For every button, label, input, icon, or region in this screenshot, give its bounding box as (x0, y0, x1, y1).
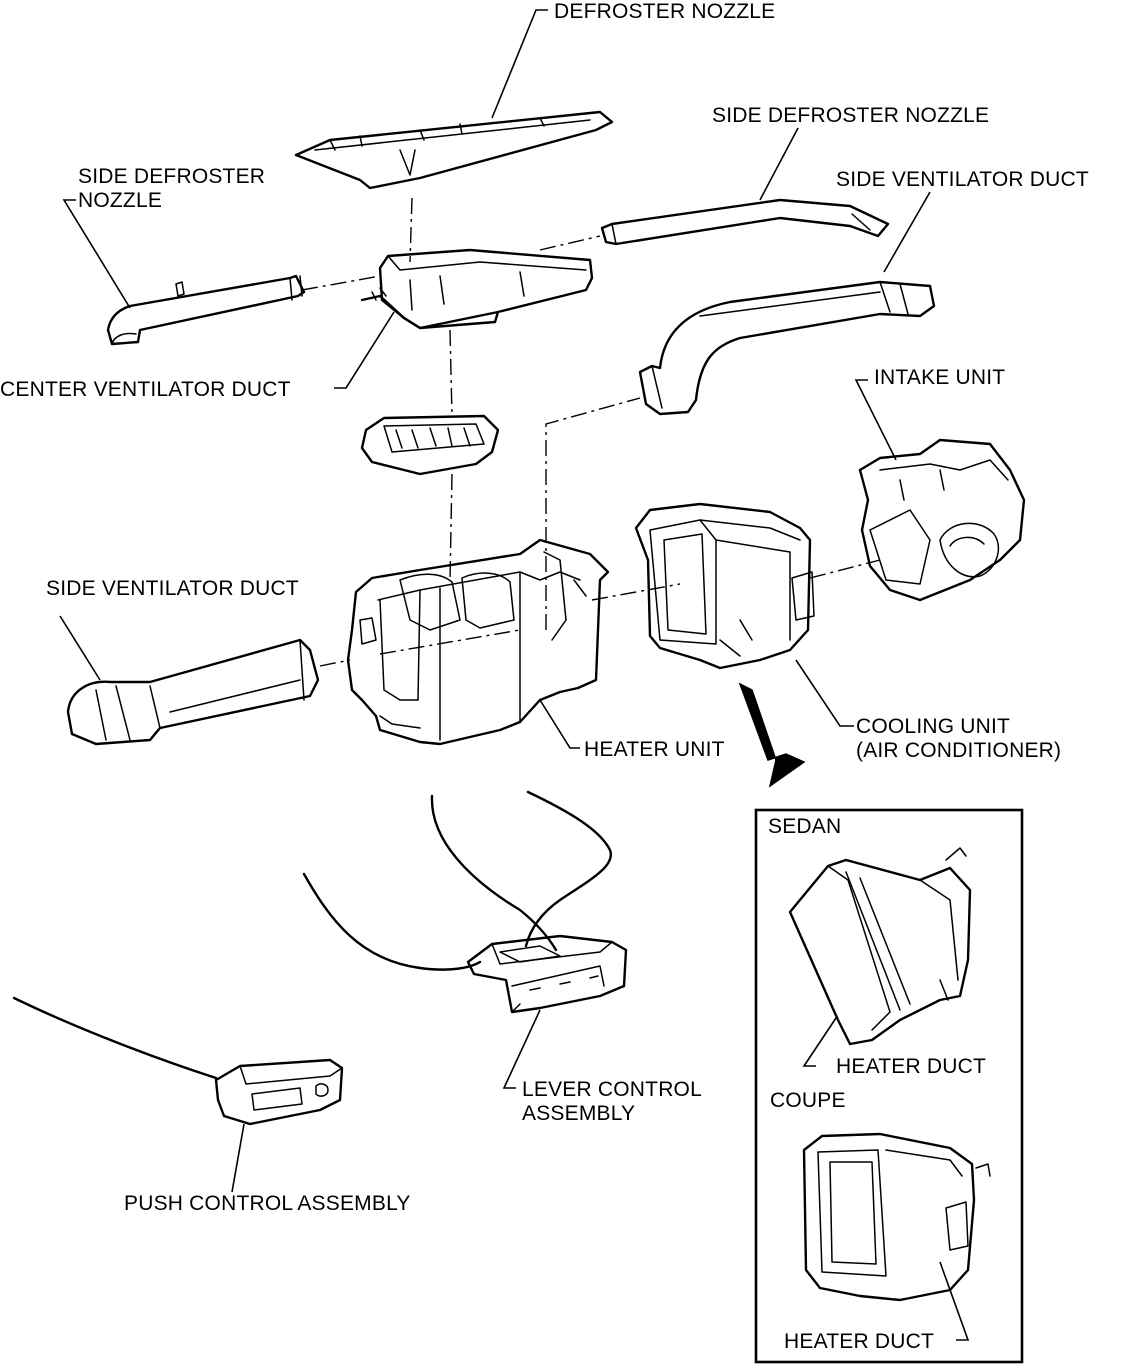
lever-control-assembly-part (466, 934, 628, 1014)
heater-unit-part (346, 538, 610, 746)
label-cooling-unit-line2: (AIR CONDITIONER) (856, 739, 1062, 762)
label-lever-control-line2: ASSEMBLY (522, 1102, 636, 1125)
intake-unit-part (858, 438, 1026, 602)
label-coupe-heater-duct: HEATER DUCT (784, 1330, 934, 1353)
sedan-heater-duct-part (788, 847, 972, 1046)
label-coupe: COUPE (770, 1089, 846, 1112)
label-intake-unit: INTAKE UNIT (874, 366, 1006, 389)
label-side-ventilator-duct-left: SIDE VENTILATOR DUCT (46, 577, 299, 600)
label-heater-unit: HEATER UNIT (584, 738, 725, 761)
label-leader-lines (59, 9, 931, 1193)
right-side-ventilator-duct-part (638, 280, 936, 416)
label-lever-control-line1: LEVER CONTROL (522, 1078, 702, 1101)
inset-leader-lines (802, 1017, 970, 1341)
cooling-unit-part (634, 502, 815, 670)
label-cooling-unit-line1: COOLING UNIT (856, 715, 1011, 738)
variant-inset-box (754, 808, 1024, 1364)
center-ventilator-duct-part (360, 248, 594, 330)
label-sedan-heater-duct: HEATER DUCT (836, 1055, 986, 1078)
label-push-control-assembly: PUSH CONTROL ASSEMBLY (124, 1192, 411, 1215)
left-side-defroster-nozzle-part (106, 274, 306, 346)
detail-arrow (738, 682, 806, 788)
center-register-part (360, 414, 500, 476)
label-sedan: SEDAN (768, 815, 842, 838)
label-side-defroster-nozzle-left-line1: SIDE DEFROSTER (78, 165, 266, 188)
label-side-defroster-nozzle-right: SIDE DEFROSTER NOZZLE (712, 104, 990, 127)
label-side-ventilator-duct-right: SIDE VENTILATOR DUCT (836, 168, 1089, 191)
coupe-heater-duct-part (802, 1132, 991, 1302)
label-defroster-nozzle: DEFROSTER NOZZLE (554, 0, 776, 23)
right-side-defroster-nozzle-part (600, 198, 890, 246)
control-cables (12, 790, 613, 1080)
label-center-ventilator-duct: CENTER VENTILATOR DUCT (0, 378, 291, 401)
defroster-nozzle-part (294, 110, 614, 190)
push-control-assembly-part (214, 1058, 344, 1126)
assembly-center-lines (301, 197, 881, 667)
left-side-ventilator-duct-part (66, 638, 320, 746)
label-side-defroster-nozzle-left-line2: NOZZLE (78, 189, 163, 212)
